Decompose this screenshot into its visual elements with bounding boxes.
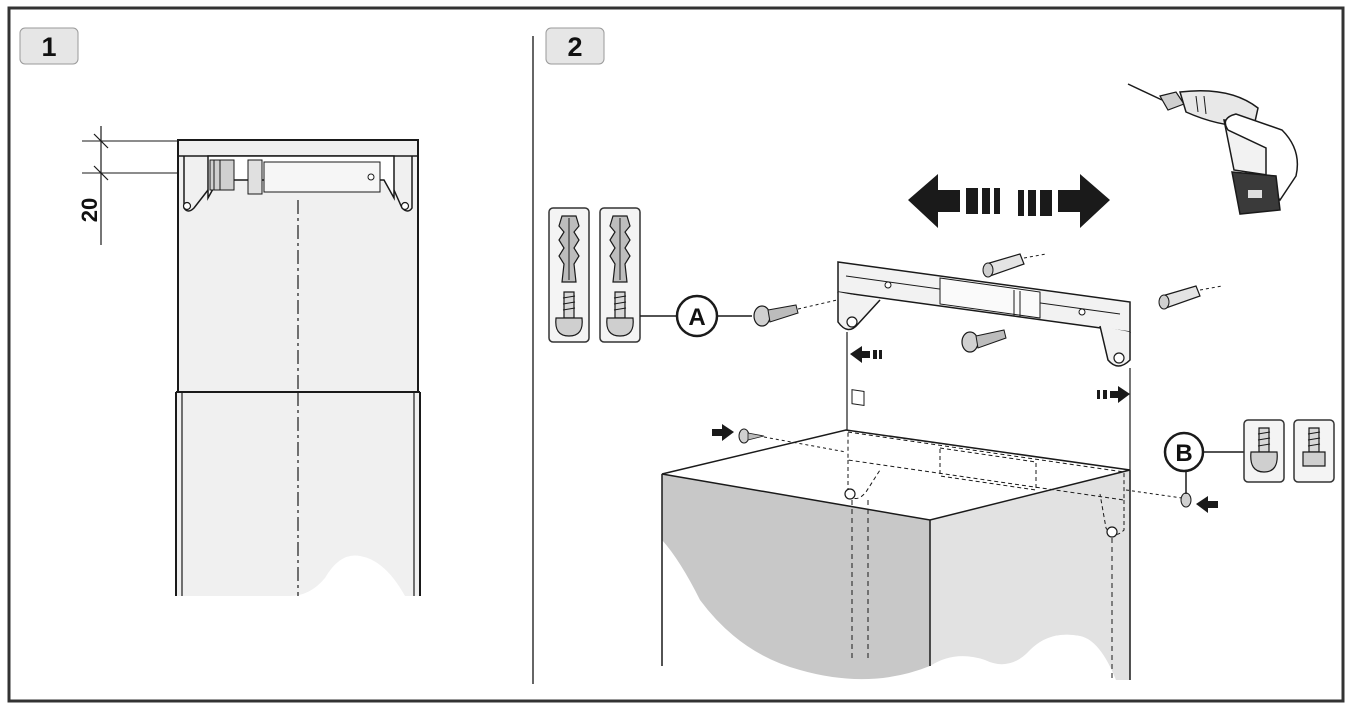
arrow-right-icon [1018,174,1110,228]
dimension-label: 20 [77,198,102,222]
wall-plug-icon [1158,285,1223,310]
hardware-box-a-2 [599,207,641,343]
dimension-indicator: 20 [77,126,216,245]
arrow-left-icon [850,346,882,363]
hardware-box-b-1 [1243,419,1285,483]
wall-cabinet-front-view [177,139,419,393]
arrow-right-icon [1097,386,1130,403]
screw-icon [1250,427,1278,473]
step-2-badge: 2 [545,27,605,65]
screw-icon [753,296,851,327]
arrow-left-icon [908,174,1000,228]
screw-icon [606,291,634,337]
step-1-number: 1 [41,32,56,62]
callout-a-letter: A [688,304,705,331]
step-1-panel: 1 20 [19,27,421,596]
step-2-number: 2 [567,32,582,62]
wall-plug-icon [982,253,1047,278]
mounting-rail [837,261,1131,406]
hardware-box-a-1 [548,207,590,343]
callout-b: B [1163,431,1244,494]
hardware-box-b-2 [1293,419,1335,483]
base-cabinet-front-view [175,391,421,596]
callout-a: A [640,294,752,338]
step-2-panel: 2 [545,27,1335,680]
step-1-badge: 1 [19,27,79,65]
wall-plug-icon [558,215,580,283]
callout-b-letter: B [1175,440,1192,467]
wall-cabinet-perspective [661,429,1131,680]
mounting-bracket [182,155,413,212]
screw-icon [738,428,847,453]
screw-icon [1302,427,1326,467]
wall-plug-icon [609,215,631,283]
drill-icon [1127,83,1299,215]
screw-icon [555,291,583,337]
screw-icon [961,329,1007,353]
arrow-right-icon [712,424,734,441]
arrow-left-icon [1196,496,1218,513]
